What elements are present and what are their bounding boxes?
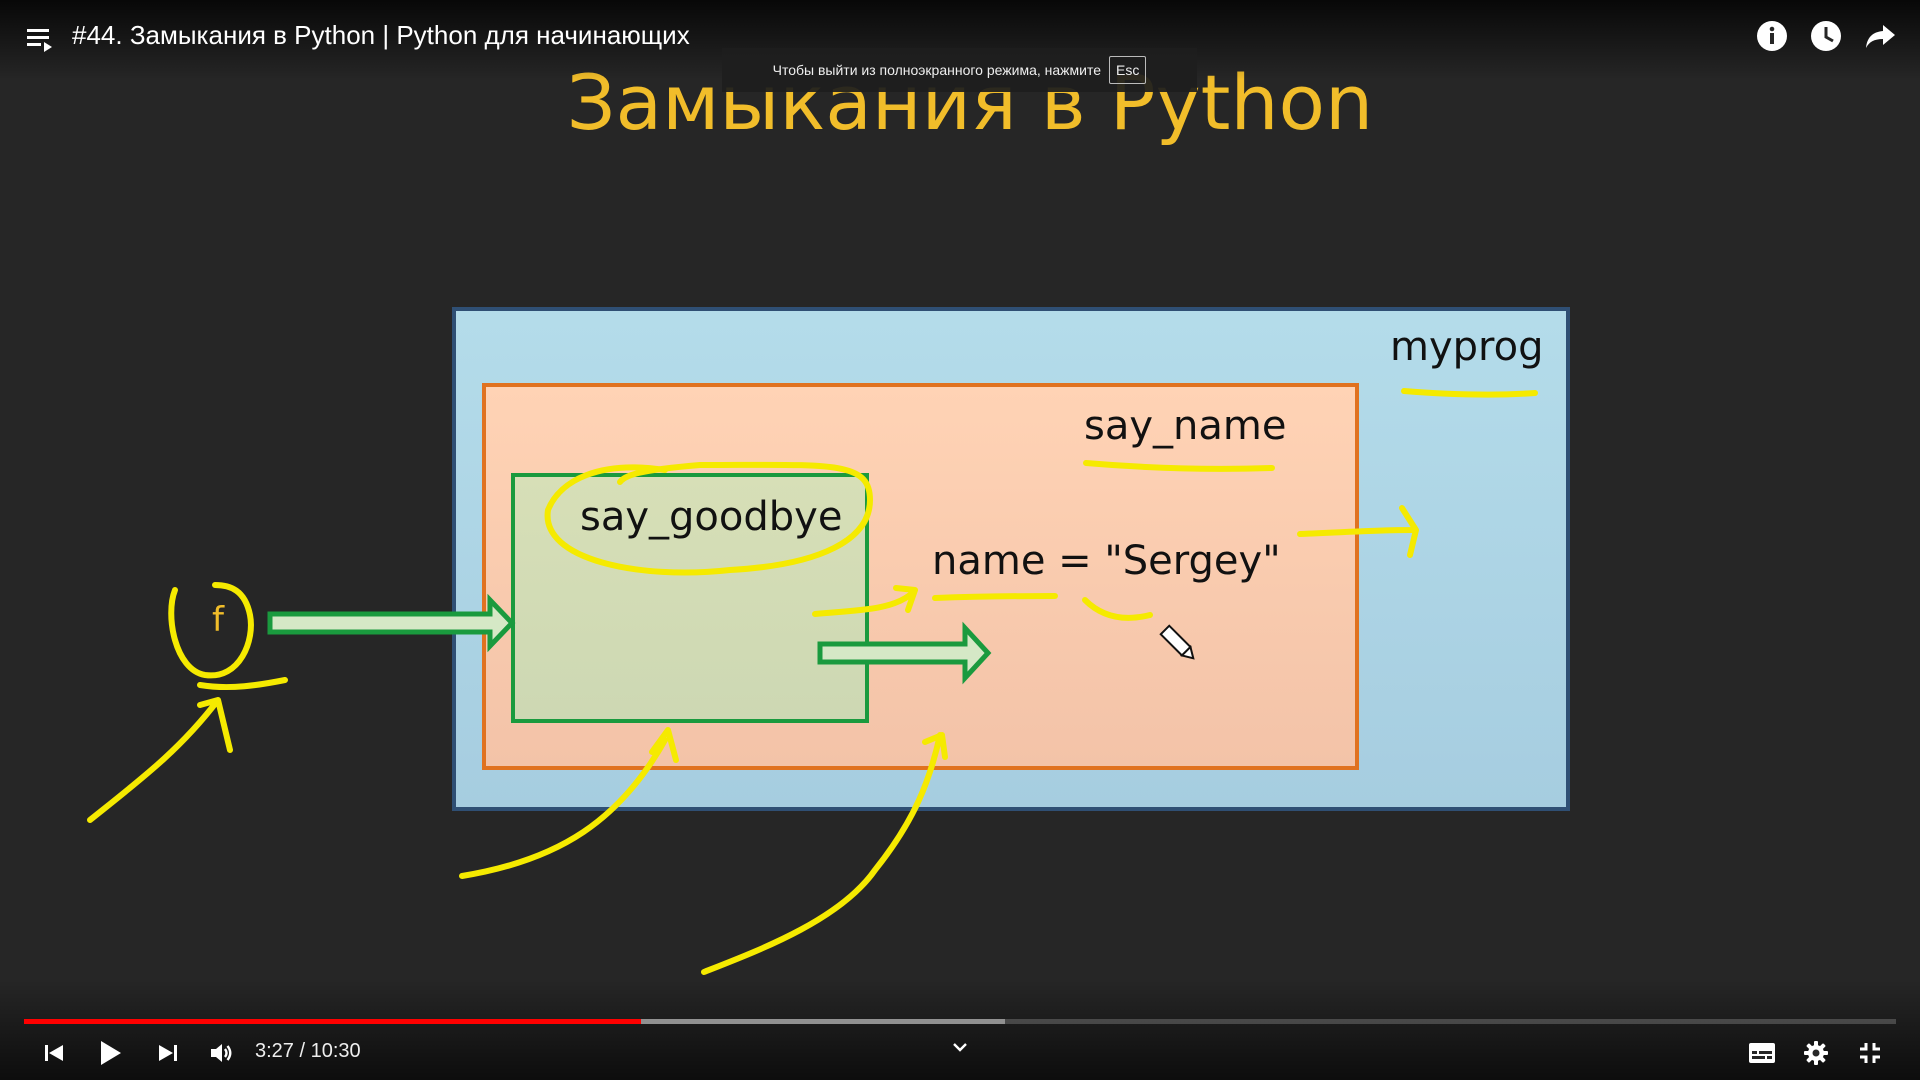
watch-later-icon xyxy=(1811,21,1841,51)
label-say-name: say_name xyxy=(1084,403,1287,449)
playlist-button[interactable] xyxy=(24,22,56,54)
time-display: 3:27 / 10:30 xyxy=(255,1040,361,1062)
arrow-to-f xyxy=(87,697,233,823)
chevron-down-icon xyxy=(953,1043,967,1052)
play-button[interactable] xyxy=(90,1036,130,1070)
subtitles-button[interactable] xyxy=(1742,1036,1782,1070)
mute-button[interactable] xyxy=(202,1036,242,1070)
label-f: f xyxy=(212,600,224,640)
play-icon xyxy=(101,1041,121,1065)
subtitles-icon xyxy=(1749,1043,1775,1063)
progress-bar[interactable] xyxy=(24,1019,1896,1024)
bottom-controls xyxy=(0,980,1920,1080)
share-button[interactable] xyxy=(1864,18,1896,54)
settings-button[interactable] xyxy=(1796,1036,1836,1070)
previous-button[interactable] xyxy=(34,1036,74,1070)
settings-icon xyxy=(1804,1041,1828,1065)
label-myprog: myprog xyxy=(1390,324,1544,370)
share-icon xyxy=(1866,25,1895,48)
expand-chevron-button[interactable] xyxy=(946,1038,974,1058)
skip-previous-icon xyxy=(45,1045,63,1061)
info-icon xyxy=(1757,21,1787,51)
volume-icon xyxy=(211,1044,232,1062)
skip-next-icon xyxy=(159,1045,177,1061)
top-right-controls xyxy=(1756,18,1896,54)
playlist-icon xyxy=(27,29,52,52)
info-button[interactable] xyxy=(1756,18,1788,54)
exit-fullscreen-icon xyxy=(1860,1043,1880,1063)
watch-later-button[interactable] xyxy=(1810,18,1842,54)
label-name-assignment: name = "Sergey" xyxy=(932,538,1281,584)
fullscreen-exit-hint: Чтобы выйти из полноэкранного режима, на… xyxy=(722,48,1197,92)
label-say-goodbye: say_goodbye xyxy=(580,494,843,540)
esc-key-badge: Esc xyxy=(1109,56,1147,84)
fullscreen-hint-text: Чтобы выйти из полноэкранного режима, на… xyxy=(772,62,1102,78)
next-button[interactable] xyxy=(148,1036,188,1070)
circle-f xyxy=(168,582,288,691)
video-title[interactable]: #44. Замыкания в Python | Python для нач… xyxy=(72,20,690,50)
progress-played xyxy=(24,1019,641,1024)
exit-fullscreen-button[interactable] xyxy=(1850,1036,1890,1070)
